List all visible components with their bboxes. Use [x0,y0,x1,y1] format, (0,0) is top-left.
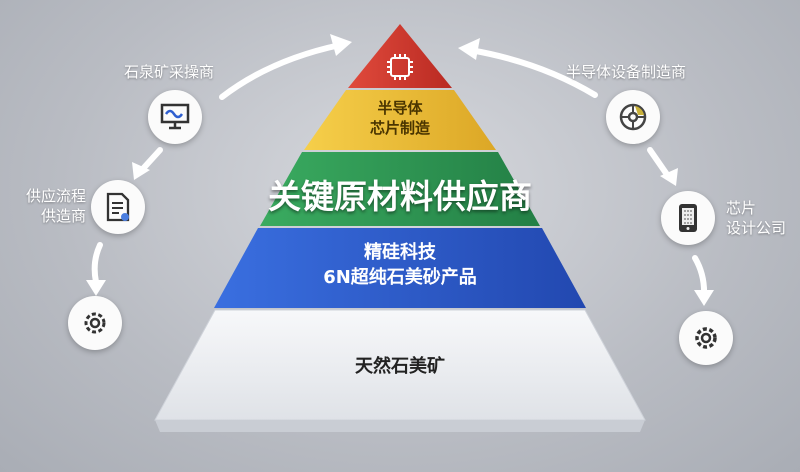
document-icon [106,192,130,222]
arrow-left-2 [91,242,103,285]
chip-icon [387,54,413,80]
left-node2-line2: 供造商 [40,207,86,225]
gear-icon [695,327,717,349]
layer4-text: 精硅科技 6N超纯石美砂产品 [270,240,530,290]
left-node1[interactable] [148,90,202,144]
arrow-right-top [467,47,598,98]
right-node2-line2: 设计公司 [726,219,787,237]
layer2-text: 半导体 芯片制造 [340,98,460,138]
layer-blue [214,228,586,308]
right-node2[interactable] [661,191,715,245]
pyramid-title: 关键原材料供应商 [268,177,532,216]
left-node3[interactable] [68,296,122,350]
right-node3[interactable] [679,311,733,365]
right-node1-label: 半导体设备制造商 [566,63,687,81]
right-node1[interactable] [606,90,660,144]
flow-arrows [91,42,708,299]
arrow-right-1 [647,147,671,179]
layer-yellow [304,90,496,150]
layer4-line2: 6N超纯石美砂产品 [323,267,477,288]
right-node2-line1: 芯片 [726,199,757,217]
left-node1-label: 石泉矿采操商 [124,63,215,81]
target-icon [619,103,647,131]
left-node2-label: 供应流程 供造商 [6,186,86,226]
gear-icon [84,312,106,334]
phone-icon [679,204,697,232]
layer-green [260,152,540,226]
layer2-line2: 芯片制造 [369,119,430,137]
base-text: 天然石美矿 [355,356,445,377]
monitor-icon [160,103,190,130]
layer2-line1: 半导体 [377,99,423,117]
layer4-line1: 精硅科技 [364,242,436,263]
right-node2-label: 芯片 设计公司 [726,198,786,238]
arrow-left-top [219,42,343,100]
left-node2-line1: 供应流程 [25,187,86,205]
left-node2[interactable] [91,180,145,234]
